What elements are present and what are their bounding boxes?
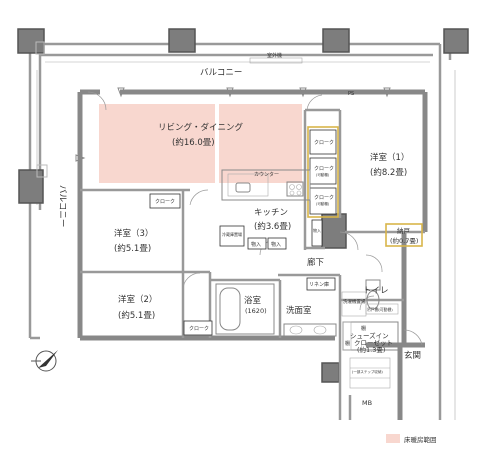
columns [17,28,469,383]
closet-w3-label: クローク [155,199,175,205]
western2-size: (約5.1畳) [118,310,155,321]
linen-label: リネン庫 [309,281,329,288]
closet-b-box [309,157,337,185]
balcony-left-label: バルコニー [57,185,67,227]
storage-name: 納戸 [397,226,411,235]
shoes-size: (約1.3畳) [357,345,385,354]
column [168,28,196,53]
compass-icon [31,350,58,372]
storage-outline [385,223,423,247]
closet-w3-box [149,193,181,209]
outdoor-unit-marker [249,57,303,64]
entrance-area [338,345,391,420]
counter-label: カウンター [254,171,279,178]
balcony-top-label: バルコニー [200,68,242,78]
entrance-label: 玄関 [404,350,421,361]
floor-heating-area-left [99,104,215,183]
closet-b-label: クローク [314,166,334,172]
kitchen-counter [221,169,311,201]
ac-unit-label: 室外機 [267,52,282,59]
shoes-name2: クローゼット [354,338,393,347]
stock-box-2 [267,237,287,250]
closet-a-box [309,129,337,155]
stock-label-1: 物入 [251,241,261,248]
storage-size: (約0.7畳) [390,236,418,245]
kitchen-name: キッチン [254,208,288,218]
toilet-fixture [365,279,381,310]
window-markers [75,87,391,162]
stock-label-2: 物入 [271,241,281,248]
stock-box-1 [247,237,267,250]
closet-c-box [309,187,337,215]
shoes-closet [342,321,399,351]
western3-name: 洋室（3） [114,228,153,239]
washroom-label: 洗面室 [286,305,312,316]
closet-b-note: (可動棚) [316,172,330,177]
bath-name: 浴室 [244,295,262,306]
toilet-label: トイレ [363,286,389,296]
exterior-walls [77,89,428,420]
linen-box [306,277,336,291]
wall-shelf-box [365,303,399,315]
fridge-box [219,225,245,247]
living-size: (約16.0畳) [172,137,215,148]
washer-label: 洗濯機置場 [343,298,366,305]
wall-shelf-label: 吊戸棚(可動棚) [367,307,393,312]
western2-name: 洋室（2） [118,294,157,305]
fridge-label: 冷蔵庫置場 [222,231,242,237]
legend-label: 床暖房範囲 [404,435,437,444]
closet-c-note: (可動棚) [316,201,330,206]
column [321,362,340,383]
closet-a-label: クローク [314,140,334,146]
kitchen-size: (約3.6畳) [254,221,291,232]
mb-label: MB [362,399,372,407]
closet-w2-box [183,320,213,336]
column [322,28,350,53]
stepshelf-label: (一部ステップ収納) [352,369,383,374]
washroom-sinks [283,323,337,337]
column [321,213,347,249]
column [17,28,45,54]
bath-size: (1620) [245,307,267,315]
stock-box-3 [311,219,323,247]
column [443,28,469,54]
western1-name: 洋室（1） [370,152,409,163]
stock-label-3: 物入 [313,227,321,233]
bathtub [215,283,275,335]
shoes-name: シューズイン [350,331,389,340]
column [18,169,44,204]
closet-c-label: クローク [314,195,334,201]
shoes-shelf2-label: 棚 [345,340,350,347]
shoes-shelf-label: 棚 [361,325,366,332]
western1-size: (約8.2畳) [370,167,407,178]
hallway-label: 廊下 [307,257,325,268]
legend-swatch [386,434,400,443]
closet-w2-label: クローク [189,326,209,332]
western3-size: (約5.1畳) [114,243,151,254]
closets-western-1 [307,126,339,218]
living-name: リビング・ダイニング [158,122,244,133]
ps-label: PS [348,91,354,97]
